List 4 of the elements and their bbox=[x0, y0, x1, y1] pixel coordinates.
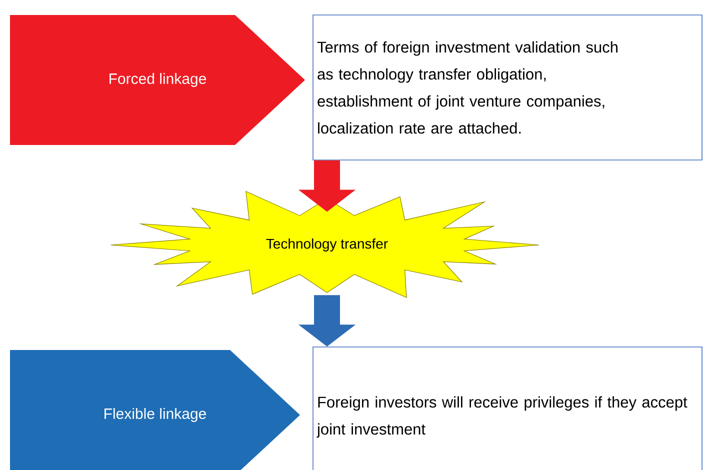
pentagon-arrow-box: Forced linkage bbox=[10, 15, 305, 145]
pentagon-arrow-box: Flexible linkage bbox=[10, 350, 300, 470]
text-box: Terms of foreign investment validation such as technology transfer obligation, establishment of joint venture companies, localization rate are attached. bbox=[312, 14, 702, 160]
text-box: Foreign investors will receive privileges if they accept joint investment bbox=[312, 346, 702, 470]
